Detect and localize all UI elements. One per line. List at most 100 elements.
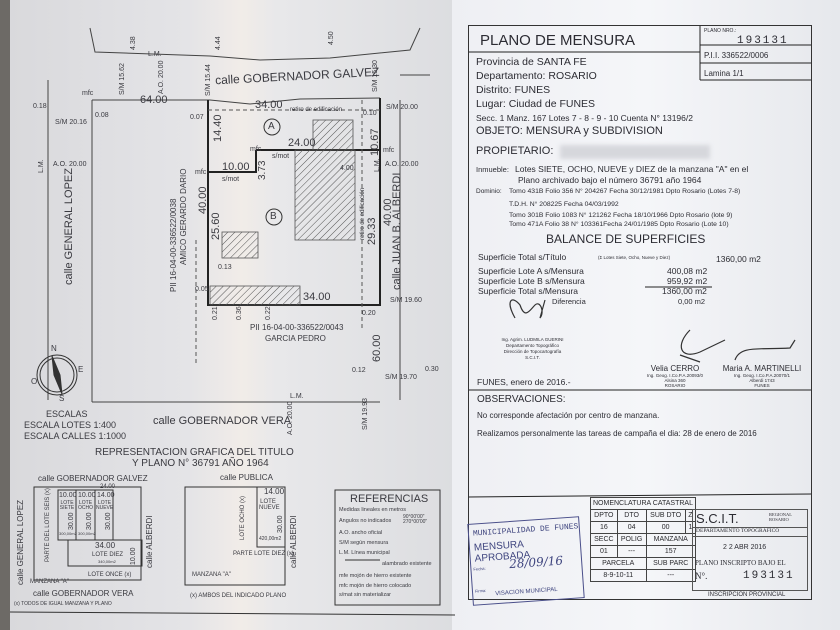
mini1-dim: 10.00 bbox=[59, 492, 77, 499]
cell: 8-9-10-11 bbox=[590, 569, 647, 582]
mini1-lote-seis: PARTE DEL LOTE SEIS (x) bbox=[45, 488, 51, 562]
setback-label: retiro de edificación bbox=[360, 187, 366, 240]
dim: 40.00 bbox=[382, 198, 394, 226]
dim-small: 0.13 bbox=[218, 264, 232, 271]
ao: A.O. 20.00 bbox=[385, 161, 419, 168]
sig-name: Maria A. MARTINELLI bbox=[722, 364, 802, 373]
departamento: Departamento: ROSARIO bbox=[476, 70, 597, 82]
mini1-street-bottom: calle GOBERNADOR VERA bbox=[33, 589, 134, 598]
cell: POLIG bbox=[616, 533, 647, 546]
cell: 01 bbox=[590, 545, 618, 558]
sig-line: FUNES bbox=[754, 382, 770, 388]
catastral-title: NOMENCLATURA CATASTRAL bbox=[590, 497, 696, 510]
plano-nro-label: PLANO NRO.: bbox=[704, 28, 737, 34]
mfc-marker: mfc bbox=[383, 147, 395, 154]
cell: DPTO bbox=[590, 509, 618, 522]
dim-small: 0.07 bbox=[190, 114, 204, 121]
cell: --- bbox=[616, 545, 647, 558]
mini1-area: 300,00m2 bbox=[59, 531, 77, 536]
ao: A.O. 20.00 bbox=[287, 401, 294, 435]
scit-name: S.C.I.T. bbox=[696, 511, 739, 526]
smot-marker: s/mot bbox=[222, 176, 240, 183]
cell: MANZANA bbox=[645, 533, 696, 546]
dim-small: 0.08 bbox=[95, 112, 109, 119]
sm: S/M 15.30 bbox=[372, 60, 379, 92]
lm: L.M. bbox=[374, 158, 381, 172]
mini1-street-left: calle GENERAL LOPEZ bbox=[16, 499, 25, 585]
ao: A.O. 20.00 bbox=[53, 161, 87, 168]
compass-n: N bbox=[51, 344, 57, 353]
sig-line: Ing. Geog. I.Co.P.A.20093/0 bbox=[647, 372, 703, 378]
mini2-lote-nueve: LOTE NUEVE bbox=[259, 499, 280, 511]
lm: L.M. bbox=[290, 393, 304, 400]
rep-title-2: Y PLANO N° 36791 AÑO 1964 bbox=[132, 458, 269, 469]
mini2-manzana: MANZANA "A" bbox=[192, 572, 231, 578]
referencia-item: A.O. ancho oficial bbox=[339, 530, 383, 536]
referencia-item: Medidas lineales en metros bbox=[339, 507, 406, 513]
mini1-area: 340,00m2 bbox=[98, 559, 116, 564]
referencia-item: s/mat sin materializar bbox=[339, 592, 391, 598]
mfe-marker: mfc bbox=[82, 90, 94, 97]
dim-small: 4.44 bbox=[215, 36, 222, 50]
sig-line: S.C.I.T. bbox=[525, 354, 540, 360]
sig-line: Alsina 360 bbox=[664, 377, 686, 383]
mini2-lote-diez: PARTE LOTE DIEZ (x) bbox=[233, 551, 294, 557]
place-date: FUNES, enero de 2016.- bbox=[477, 377, 571, 387]
balance-value: 959,92 m2 bbox=[667, 276, 708, 286]
referencia-item: mfc mojón de hierro colocado bbox=[339, 583, 412, 589]
neighbor-name: GARCIA PEDRO bbox=[265, 334, 326, 343]
inmueble-label: Inmueble: bbox=[476, 165, 509, 174]
scale-calles: ESCALA CALLES 1:1000 bbox=[24, 431, 127, 441]
dim: 3.73 bbox=[257, 160, 268, 180]
stamp-date: 28/09/16 bbox=[508, 553, 564, 572]
scit-inscripto: PLANO INSCRIPTO BAJO EL bbox=[695, 559, 786, 567]
mini1-dim: 30.00 bbox=[68, 512, 75, 530]
cell: SUB DTO bbox=[645, 509, 686, 522]
municipal-approval-stamp: MUNICIPALIDAD DE FUNES MENSURA APROBADA … bbox=[467, 516, 585, 606]
mini1-dim: 10.00 bbox=[78, 492, 96, 499]
pii: P.I.I. 336522/0006 bbox=[704, 51, 769, 60]
inmueble-line: Lotes SIETE, OCHO, NUEVE y DIEZ de la ma… bbox=[515, 164, 749, 174]
mini1-lote-nueve: LOTE NUEVE bbox=[96, 500, 114, 511]
cell: 157 bbox=[645, 545, 696, 558]
dim: 25.60 bbox=[210, 212, 222, 240]
mini1-manzana: MANZANA "A" bbox=[30, 579, 69, 585]
mini1-dim: 30.00 bbox=[105, 512, 112, 530]
lamina: Lamina 1/1 bbox=[704, 69, 744, 78]
cell: 16 bbox=[590, 521, 618, 534]
dim: 10.67 bbox=[369, 128, 381, 156]
neighbor-name: AMICO GERARDO DARIO bbox=[179, 168, 188, 265]
sm: S/M 15.62 bbox=[119, 63, 126, 95]
dim: 34.00 bbox=[255, 99, 283, 111]
cell: SUB PARC bbox=[645, 557, 696, 570]
dim-small: 0.36 bbox=[236, 306, 243, 320]
scit-stamp: S.C.I.T. REGIONAL ROSARIO DEPARTAMENTO T… bbox=[692, 509, 808, 591]
cell: PARCELA bbox=[590, 557, 647, 570]
sig-line: Dirección de Topocartografía bbox=[503, 348, 562, 354]
referencia-item: alambrado existente bbox=[382, 561, 432, 567]
mini2-dim: 30.00 bbox=[277, 515, 284, 533]
referencia-angles: 90°00'00" 270°00'00" bbox=[403, 514, 428, 525]
signatures bbox=[509, 299, 796, 363]
mini2-dim: 14.00 bbox=[264, 487, 285, 496]
dominio-line: Tomo 431B Folio 356 N° 204267 Fecha 30/1… bbox=[509, 188, 741, 195]
observacion: Realizamos personalmente las tareas de c… bbox=[477, 429, 757, 438]
dim-small: 0.20 bbox=[362, 310, 376, 317]
title-block bbox=[468, 25, 812, 600]
street-alberdi: calle JUAN B. ALBERDI bbox=[391, 172, 403, 290]
dim-small: 0.12 bbox=[352, 367, 366, 374]
balance-label: Diferencia bbox=[552, 297, 586, 306]
dominio-line: Tomo 301B Folio 1083 N° 121262 Fecha 18/… bbox=[509, 212, 733, 219]
cell: SECC bbox=[590, 533, 618, 546]
mini2-lote-ocho: LOTE OCHO (x) bbox=[240, 495, 246, 540]
sig-name: Velia CERRO bbox=[650, 364, 700, 373]
lot-b-label: B bbox=[270, 211, 277, 222]
sig-line: Ing. Agrim. LUDMILA GUERINI bbox=[501, 337, 564, 342]
cell: DTO bbox=[616, 509, 647, 522]
balance-label: Superficie Lote B s/Mensura bbox=[478, 276, 585, 286]
sig-line: Departamento Topográfico bbox=[506, 342, 559, 348]
